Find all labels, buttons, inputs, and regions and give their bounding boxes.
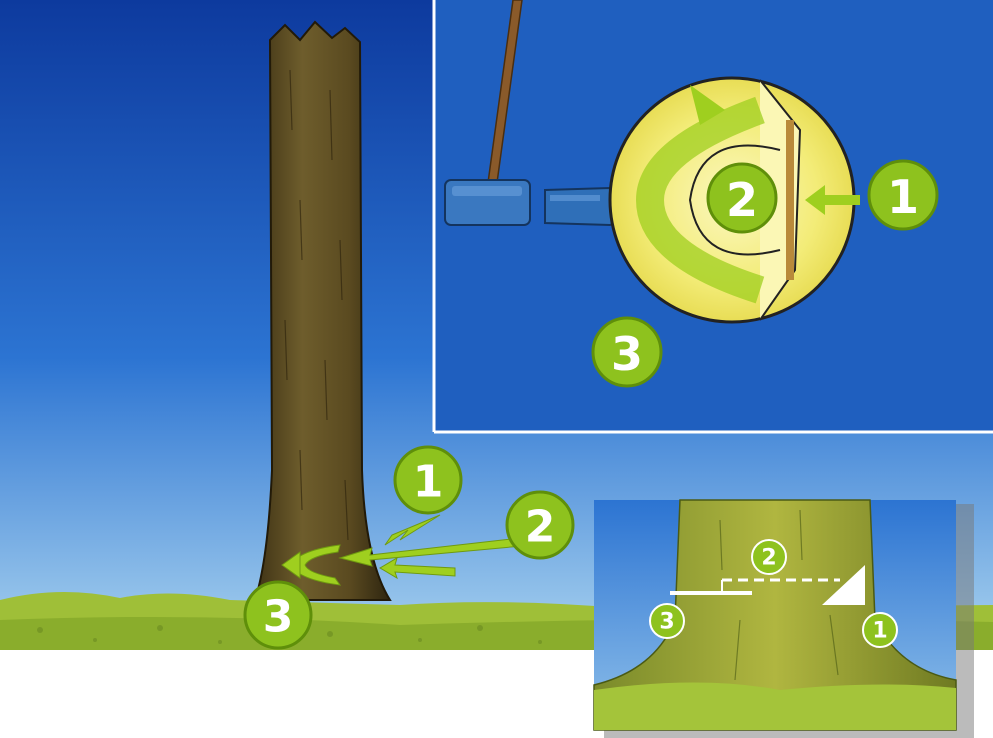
svg-text:2: 2 [525,502,556,553]
svg-text:2: 2 [761,546,776,571]
main-badge-2: 2 [507,492,573,558]
bottom-inset-badge-2: 2 [752,540,786,574]
svg-text:3: 3 [263,592,294,643]
top-inset-badge-2: 2 [708,164,776,232]
svg-text:3: 3 [611,327,643,381]
top-inset-badge-3: 3 [593,318,661,386]
bottom-inset-panel: 1 2 3 [594,500,974,738]
svg-text:3: 3 [659,610,674,635]
main-badge-3: 3 [245,582,311,648]
top-inset-panel: 1 2 3 [434,0,993,432]
svg-text:1: 1 [887,170,919,224]
svg-text:1: 1 [872,619,887,644]
bottom-inset-badge-1: 1 [863,613,897,647]
top-inset-badge-1: 1 [869,161,937,229]
bottom-inset-badge-3: 3 [650,604,684,638]
svg-text:2: 2 [726,173,758,227]
svg-text:1: 1 [413,457,444,508]
main-badge-1: 1 [395,447,461,513]
